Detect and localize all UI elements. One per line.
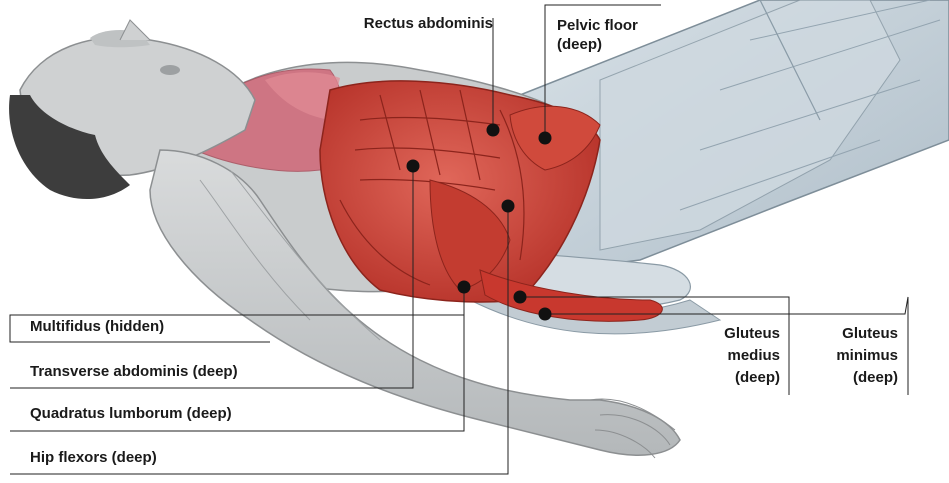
marker-hip-flexors xyxy=(502,200,515,213)
label-gluteus-medius-line1: Gluteus xyxy=(700,325,780,343)
marker-gluteus-medius xyxy=(514,291,527,304)
marker-gluteus-minimus xyxy=(539,308,552,321)
label-pelvic-floor-line2: (deep) xyxy=(557,36,602,54)
label-transverse-abdominis: Transverse abdominis (deep) xyxy=(30,363,238,381)
marker-transverse-abdominis xyxy=(407,160,420,173)
label-gluteus-medius-line3: (deep) xyxy=(700,369,780,387)
marker-pelvic-floor xyxy=(539,132,552,145)
label-gluteus-minimus-line2: minimus xyxy=(800,347,898,365)
label-gluteus-minimus-line3: (deep) xyxy=(800,369,898,387)
label-pelvic-floor-line1: Pelvic floor xyxy=(557,17,638,35)
label-gluteus-medius-line2: medius xyxy=(700,347,780,365)
marker-rectus-abdominis xyxy=(487,124,500,137)
label-hip-flexors: Hip flexors (deep) xyxy=(30,449,157,467)
marker-quadratus-lumborum xyxy=(458,281,471,294)
label-rectus-abdominis: Rectus abdominis xyxy=(330,15,493,33)
label-multifidus: Multifidus (hidden) xyxy=(30,318,164,336)
label-quadratus-lumborum: Quadratus lumborum (deep) xyxy=(30,405,232,423)
label-gluteus-minimus-line1: Gluteus xyxy=(800,325,898,343)
